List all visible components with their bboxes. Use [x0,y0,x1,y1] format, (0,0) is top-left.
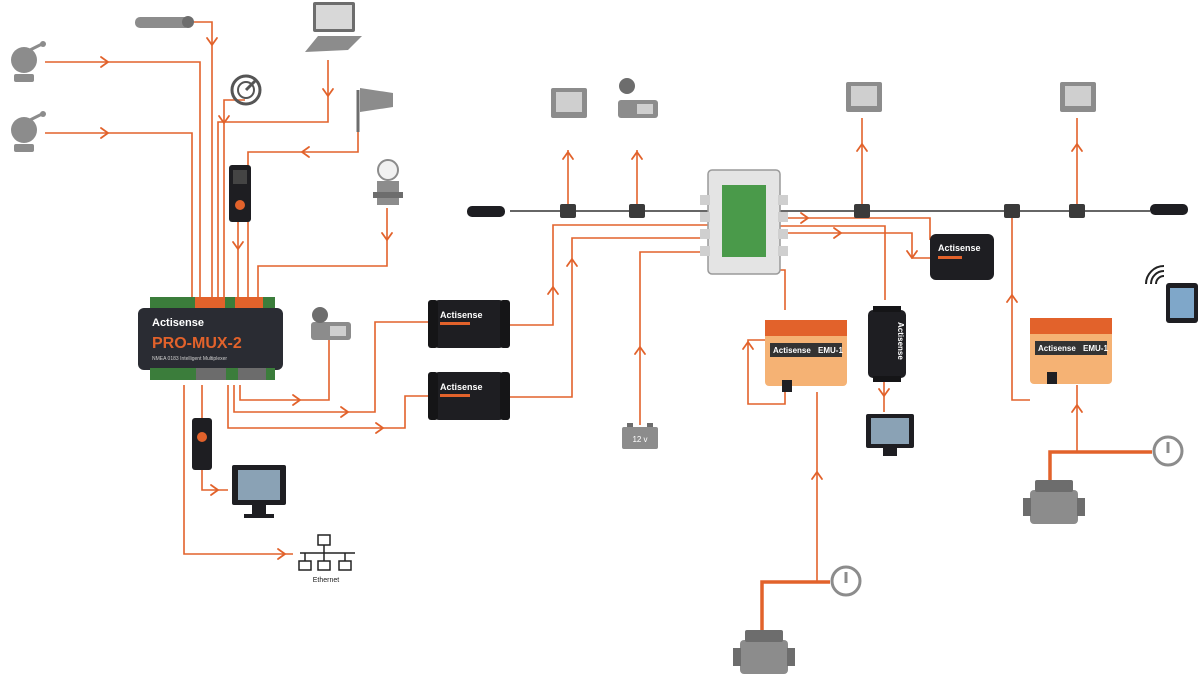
terminator-icon [467,206,505,217]
t-connector-icon [629,204,645,218]
hub-brand: Actisense [152,317,204,329]
emu-1-brand: Actisense [773,346,811,355]
battery-label: 12 v [632,435,647,444]
emu-1-module[interactable]: Actisense EMU-1 [765,320,847,392]
nmea-gateway[interactable]: Actisense [930,234,994,280]
t-connector-icon [1004,204,1020,218]
depth-transducer-icon [373,159,403,205]
display-icon [551,88,587,118]
ethernet-network-icon: Ethernet [298,534,355,584]
vhf-radio-icon [311,307,351,340]
display-icon [1060,82,1096,112]
hub-model: PRO-MUX-2 [152,335,242,352]
backbone-cables [505,118,1152,648]
ethernet-label: Ethernet [313,577,340,584]
ngw-gateway-1[interactable]: Actisense [428,300,510,348]
pro-mux-2-hub[interactable]: Actisense PRO-MUX-2 NMEA 0183 Intelligen… [138,297,283,380]
hub-subtitle: NMEA 0183 Intelligent Multiplexer [152,356,227,362]
gauge-icon [830,565,862,597]
t-connector-icon [854,204,870,218]
junction-box[interactable] [700,169,788,275]
gateway-2-brand: Actisense [440,382,483,392]
satellite-dish-icon [11,41,46,82]
emu-2-model: EMU-1 [1083,344,1108,353]
radar-icon [230,74,262,106]
ngw-gateway-2[interactable]: Actisense [428,372,510,420]
laptop-icon [305,2,362,52]
emu-1-module[interactable]: Actisense EMU-1 [1030,318,1112,384]
ngx-gateway-brand: Actisense [896,322,905,360]
display-icon [846,82,882,112]
tablet-icon [1166,283,1198,323]
windsock-icon [356,88,393,132]
emu-2-brand: Actisense [1038,344,1076,353]
gateway-1-brand: Actisense [440,310,483,320]
terminator-icon [1150,204,1188,215]
ngx-gateway[interactable]: Actisense [868,306,906,382]
t-connector-icon [560,204,576,218]
anemometer-icon [135,16,194,28]
gauge-icon [1152,435,1184,467]
satellite-dish-icon [11,111,46,152]
usb-gateway-icon [192,418,212,470]
battery-icon: 12 v [622,423,658,449]
vhf-radio-icon [618,78,658,118]
t-connector-icon [1069,204,1085,218]
emu-1-model: EMU-1 [818,346,843,355]
computer-monitor-icon [232,465,286,518]
wifi-icon [1145,265,1165,285]
nmea-gateway-brand: Actisense [938,243,981,253]
computer-monitor-icon [866,414,914,456]
engine-icon [733,630,795,674]
left-cables [45,21,432,560]
usb-gateway-icon [229,165,251,222]
engine-icon [1023,480,1085,524]
